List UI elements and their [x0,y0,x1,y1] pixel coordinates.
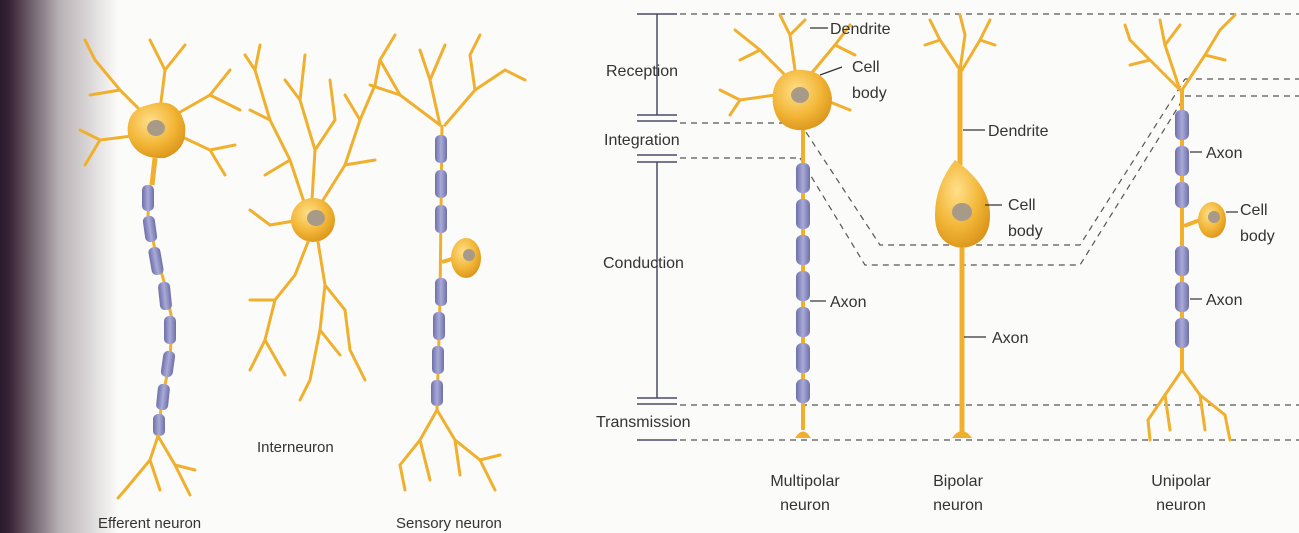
interneuron: Interneuron [245,45,380,456]
interneuron-axon-branches [250,242,365,400]
bipolar-axon-label: Axon [992,330,1028,347]
sensory-neuron [370,35,525,490]
bipolar-body-label: body [1008,223,1043,240]
bipolar-name-line2: neuron [933,497,983,514]
multipolar-nucleus [791,87,809,103]
zone-integration-label: Integration [604,132,680,149]
zone-conduction-label: Conduction [603,255,684,272]
bipolar-terminal [952,431,972,438]
efferent-terminals [118,436,195,498]
interneuron-label: Interneuron [257,439,334,456]
multipolar-name-line2: neuron [780,497,830,514]
unipolar-name-line1: Unipolar [1151,473,1211,490]
bipolar-dendrite-label: Dendrite [988,123,1049,140]
bipolar-dendrites [925,15,995,70]
unipolar-axon-top-label: Axon [1206,145,1242,162]
sensory-axon [431,125,447,410]
multipolar-body-label: body [852,85,887,102]
bipolar-cell-label: Cell [1008,197,1036,214]
multipolar-name-line1: Multipolar [770,473,840,490]
unipolar-neuron: Axon Cell body Axon Unipolar neuron [1125,15,1275,514]
unipolar-body-label: body [1240,228,1275,245]
bipolar-nucleus [952,203,972,221]
unipolar-nucleus [1208,211,1220,223]
efferent-axon [142,185,176,436]
sensory-dendrites [370,35,525,125]
sensory-nucleus [463,249,475,261]
unipolar-name-line2: neuron [1156,497,1206,514]
multipolar-axon-myelin [796,163,810,403]
efferent-neuron [80,40,240,498]
multipolar-axon-label: Axon [830,294,866,311]
sensory-terminals [400,410,500,490]
efferent-label: Efferent neuron [98,515,201,532]
zone-reception-label: Reception [606,63,678,80]
unipolar-cell-label: Cell [1240,202,1268,219]
interneuron-dendrites [245,45,380,225]
unipolar-axon-bottom-label: Axon [1206,292,1242,309]
bipolar-name-line1: Bipolar [933,473,983,490]
zone-transmission-label: Transmission [596,414,691,431]
multipolar-cell-label: Cell [852,59,880,76]
efferent-nucleus [147,120,165,136]
interneuron-nucleus [307,210,325,226]
multipolar-terminal [795,432,811,439]
sensory-label: Sensory neuron [396,515,502,532]
multipolar-dendrite-label: Dendrite [830,21,891,38]
